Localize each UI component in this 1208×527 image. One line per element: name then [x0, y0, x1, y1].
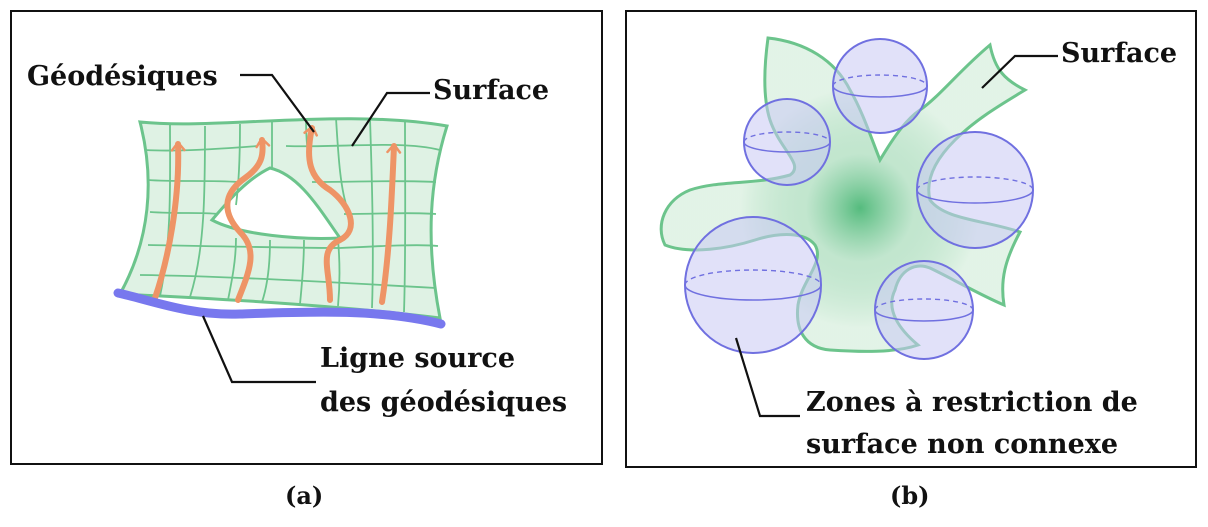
leader-lines-a [201, 73, 430, 384]
leader-zones [734, 337, 800, 418]
caption-b: (b) [890, 481, 930, 510]
sphere-top [832, 38, 928, 134]
leader-source-line [201, 315, 316, 384]
leader-surface-a [351, 91, 430, 147]
geodesic-arrows [152, 125, 402, 305]
restriction-spheres [684, 38, 1034, 360]
label-zones-1: Zones à restriction de [806, 387, 1138, 418]
caption-a: (a) [285, 481, 323, 510]
label-zones-2: surface non connexe [806, 429, 1118, 460]
label-geodesics: Géodésiques [27, 61, 218, 92]
panel-a: Géodésiques Surface Ligne source des géo… [10, 10, 603, 510]
panel-a-frame [10, 10, 603, 465]
panel-b-frame [625, 10, 1197, 468]
sphere-lower-left [684, 216, 822, 354]
label-source-line-2: des géodésiques [320, 387, 567, 418]
sphere-upper-left [743, 98, 831, 186]
label-source-line-1: Ligne source [320, 343, 515, 374]
leader-surface-b [981, 54, 1058, 89]
leader-lines-b [734, 54, 1058, 418]
sphere-right [916, 131, 1034, 249]
geodesic-arrow-2 [224, 137, 271, 303]
source-line [113, 288, 446, 329]
geodesic-arrow-4 [379, 143, 402, 305]
panel-b: Surface Zones à restriction de surface n… [625, 10, 1197, 510]
label-surface-a: Surface [433, 75, 549, 106]
geodesic-arrow-1 [152, 141, 186, 301]
leader-geodesics [240, 73, 315, 133]
label-surface-b: Surface [1061, 38, 1177, 69]
sphere-lower-right [874, 260, 974, 360]
geodesic-arrow-3 [303, 125, 354, 303]
